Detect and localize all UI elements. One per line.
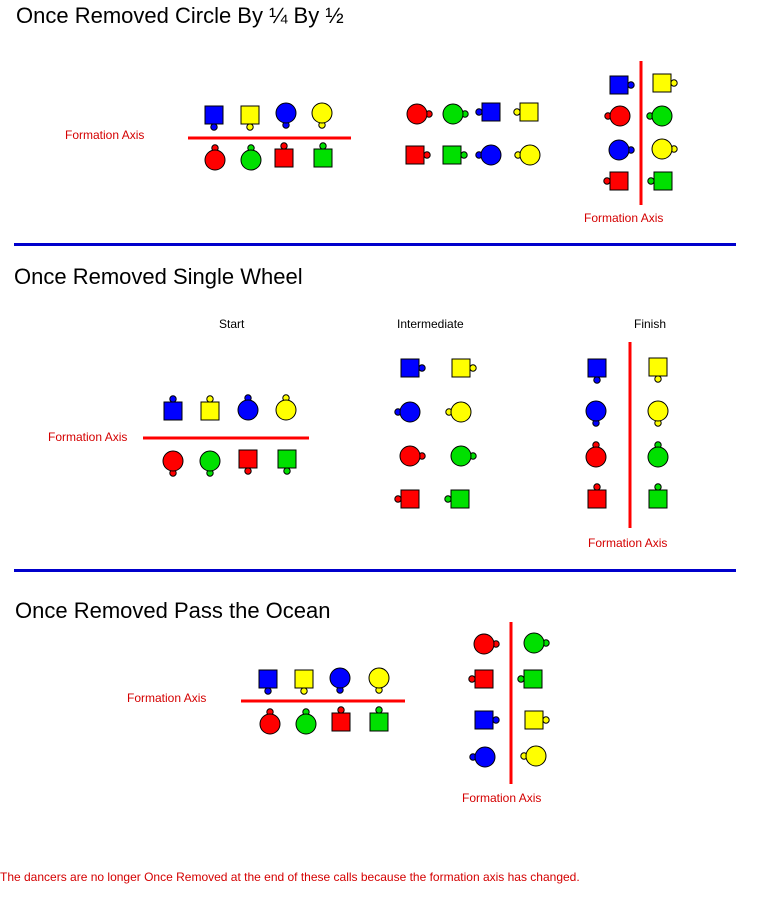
girl-dancer-red: [162, 450, 184, 477]
boy-dancer-yellow: [524, 710, 550, 730]
boy-dancer-blue: [204, 105, 224, 131]
girl-dancer-yellow: [647, 400, 669, 427]
boy-dancer-red: [468, 669, 494, 689]
section-title-circle-by: Once Removed Circle By ¼ By ½: [16, 3, 344, 28]
boy-dancer-blue: [474, 710, 500, 730]
girl-dancer-blue: [585, 400, 607, 427]
section-title-single-wheel: Once Removed Single Wheel: [14, 264, 303, 289]
girl-dancer-yellow: [445, 401, 472, 423]
girl-dancer-green: [450, 445, 477, 467]
girl-dancer-yellow: [651, 138, 678, 160]
section-divider: [14, 243, 736, 246]
girl-dancer-red: [399, 445, 426, 467]
girl-dancer-blue: [237, 394, 259, 421]
girl-dancer-blue: [275, 102, 297, 129]
boy-dancer-blue: [475, 102, 501, 122]
boy-dancer-green: [444, 489, 470, 509]
girl-dancer-green: [647, 441, 669, 468]
formation-axis-label: Formation Axis: [588, 536, 668, 550]
boy-dancer-green: [648, 483, 668, 509]
girl-dancer-yellow: [520, 745, 547, 767]
girl-dancer-yellow: [311, 102, 333, 129]
girl-dancer-red: [259, 708, 281, 735]
girl-dancer-yellow: [514, 144, 541, 166]
boy-dancer-yellow: [240, 105, 260, 131]
boy-dancer-yellow: [294, 669, 314, 695]
girl-dancer-yellow: [275, 394, 297, 421]
boy-dancer-yellow: [451, 358, 477, 378]
girl-dancer-blue: [394, 401, 421, 423]
boy-dancer-green: [517, 669, 543, 689]
boy-dancer-red: [587, 483, 607, 509]
girl-dancer-blue: [469, 746, 496, 768]
girl-dancer-red: [204, 144, 226, 171]
girl-dancer-green: [646, 105, 673, 127]
boy-dancer-red: [238, 449, 258, 475]
formation-axis-label: Formation Axis: [48, 430, 128, 444]
formation-axis-label: Formation Axis: [462, 791, 542, 805]
section-divider: [14, 569, 736, 572]
girl-dancer-red: [585, 441, 607, 468]
boy-dancer-yellow: [652, 73, 678, 93]
girl-dancer-green: [240, 144, 262, 171]
stage-label-start: Start: [219, 317, 245, 331]
boy-dancer-blue: [258, 669, 278, 695]
boy-dancer-yellow: [200, 395, 220, 421]
girl-dancer-green: [442, 103, 469, 125]
boy-dancer-yellow: [513, 102, 539, 122]
girl-dancer-green: [199, 450, 221, 477]
formation-axis-label: Formation Axis: [584, 211, 664, 225]
stage-label-finish: Finish: [634, 317, 667, 331]
formation-axis-label: Formation Axis: [65, 128, 145, 142]
boy-dancer-green: [277, 449, 297, 475]
stage-label-intermediate: Intermediate: [397, 317, 464, 331]
boy-dancer-green: [369, 706, 389, 732]
boy-dancer-blue: [163, 395, 183, 421]
boy-dancer-red: [331, 706, 351, 732]
girl-dancer-red: [473, 633, 500, 655]
girl-dancer-green: [523, 632, 550, 654]
boy-dancer-green: [647, 171, 673, 191]
boy-dancer-blue: [609, 75, 635, 95]
girl-dancer-blue: [608, 139, 635, 161]
boy-dancer-red: [405, 145, 431, 165]
boy-dancer-green: [442, 145, 468, 165]
girl-dancer-blue: [329, 667, 351, 694]
footnote: The dancers are no longer Once Removed a…: [0, 870, 580, 884]
formation-axis-label: Formation Axis: [127, 691, 207, 705]
boy-dancer-red: [394, 489, 420, 509]
boy-dancer-red: [274, 142, 294, 168]
boy-dancer-red: [603, 171, 629, 191]
girl-dancer-red: [604, 105, 631, 127]
girl-dancer-green: [295, 708, 317, 735]
girl-dancer-red: [406, 103, 433, 125]
boy-dancer-blue: [587, 358, 607, 384]
girl-dancer-blue: [475, 144, 502, 166]
boy-dancer-green: [313, 142, 333, 168]
section-title-pass-the-ocean: Once Removed Pass the Ocean: [15, 598, 331, 623]
boy-dancer-yellow: [648, 357, 668, 383]
girl-dancer-yellow: [368, 667, 390, 694]
boy-dancer-blue: [400, 358, 426, 378]
